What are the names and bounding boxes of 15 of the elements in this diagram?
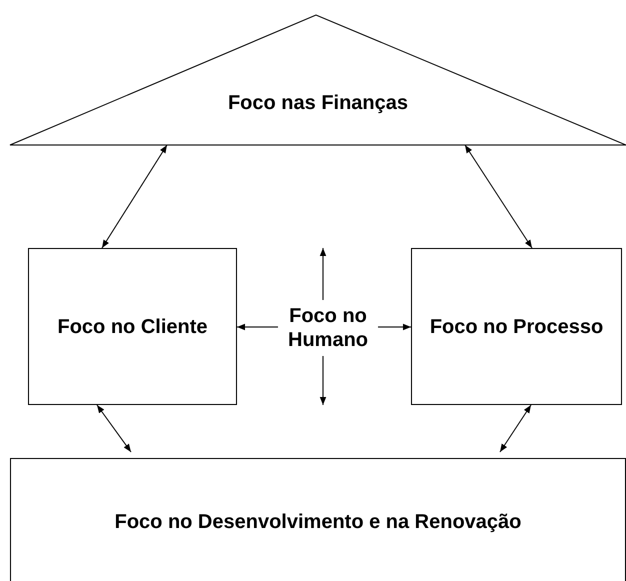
double-arrow (96, 404, 132, 452)
box-label: Foco no Cliente (58, 314, 208, 338)
double-arrow (464, 144, 532, 248)
box-label: Foco nas Finanças (228, 90, 408, 114)
process-box (28, 248, 237, 405)
double-arrow (102, 144, 168, 248)
process-box (411, 248, 622, 405)
foundation-box (10, 458, 626, 581)
arrow (320, 356, 326, 406)
box-label: Foco no Processo (430, 314, 604, 338)
double-arrow (500, 404, 532, 452)
arrow (236, 324, 278, 330)
box-label: Foco no Desenvolvimento e na Renovação (114, 510, 522, 534)
arrow (320, 248, 326, 300)
arrow (378, 324, 412, 330)
